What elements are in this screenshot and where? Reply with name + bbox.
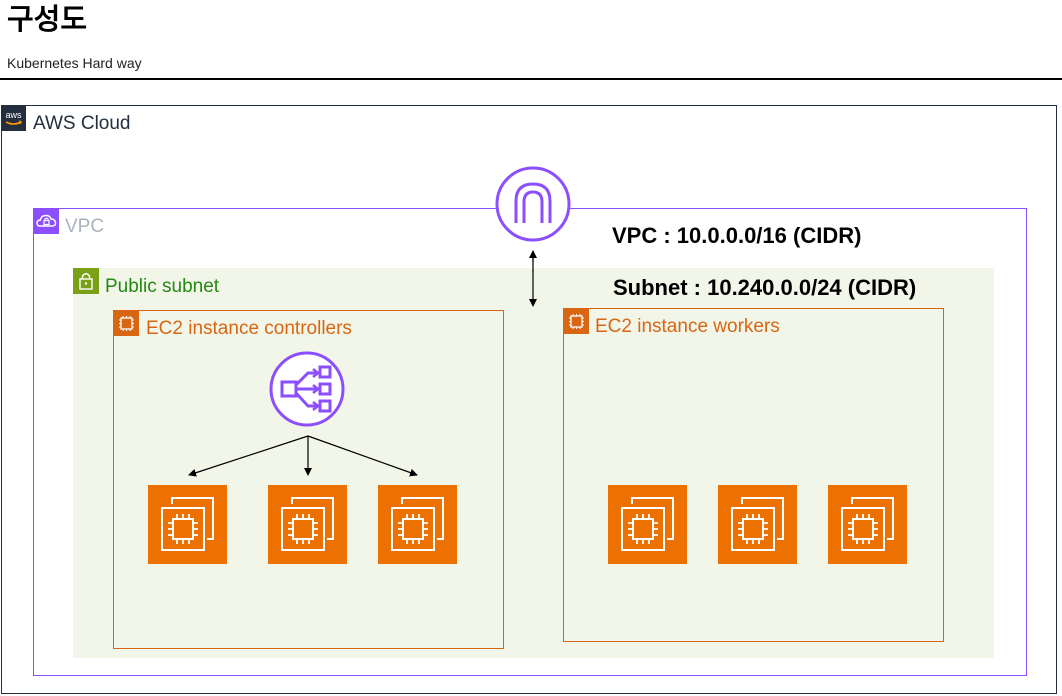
subnet-cidr-label: Subnet : 10.240.0.0/24 (CIDR): [613, 275, 917, 300]
aws-logo-icon: aws: [1, 106, 26, 131]
ec2-instance-icon[interactable]: [378, 485, 457, 564]
aws-cloud-label: AWS Cloud: [33, 113, 131, 134]
public-subnet-label: Public subnet: [105, 276, 220, 297]
page-subtitle: Kubernetes Hard way: [7, 55, 142, 71]
page-title: 구성도: [7, 2, 88, 36]
ec2-workers-label: EC2 instance workers: [595, 316, 780, 337]
ec2-controllers-group[interactable]: [113, 310, 504, 649]
lb-arrow-left: [188, 435, 309, 477]
ec2-instance-icon[interactable]: [148, 485, 227, 564]
ec2-instance-icon[interactable]: [718, 485, 797, 564]
ec2-controllers-label: EC2 instance controllers: [146, 318, 352, 339]
lb-arrow-right: [307, 435, 418, 477]
ec2-group-chip-icon: [114, 311, 139, 336]
aws-cloud-container[interactable]: [1, 105, 1057, 694]
header-divider: [0, 78, 1062, 80]
elastic-load-balancer-icon[interactable]: [269, 351, 347, 429]
vpc-cidr-label: VPC : 10.0.0.0/16 (CIDR): [612, 223, 862, 248]
ec2-instance-icon[interactable]: [268, 485, 347, 564]
vpc-cloud-icon: [34, 209, 59, 234]
aws-logo-text: aws: [5, 110, 22, 120]
ec2-workers-group[interactable]: [563, 308, 944, 642]
vpc-label: VPC: [65, 216, 105, 237]
internet-gateway-icon[interactable]: [494, 165, 574, 245]
subnet-lock-icon: [73, 268, 99, 294]
ec2-instance-icon[interactable]: [608, 485, 687, 564]
ec2-instance-icon[interactable]: [828, 485, 907, 564]
ec2-group-chip-icon: [564, 309, 589, 334]
